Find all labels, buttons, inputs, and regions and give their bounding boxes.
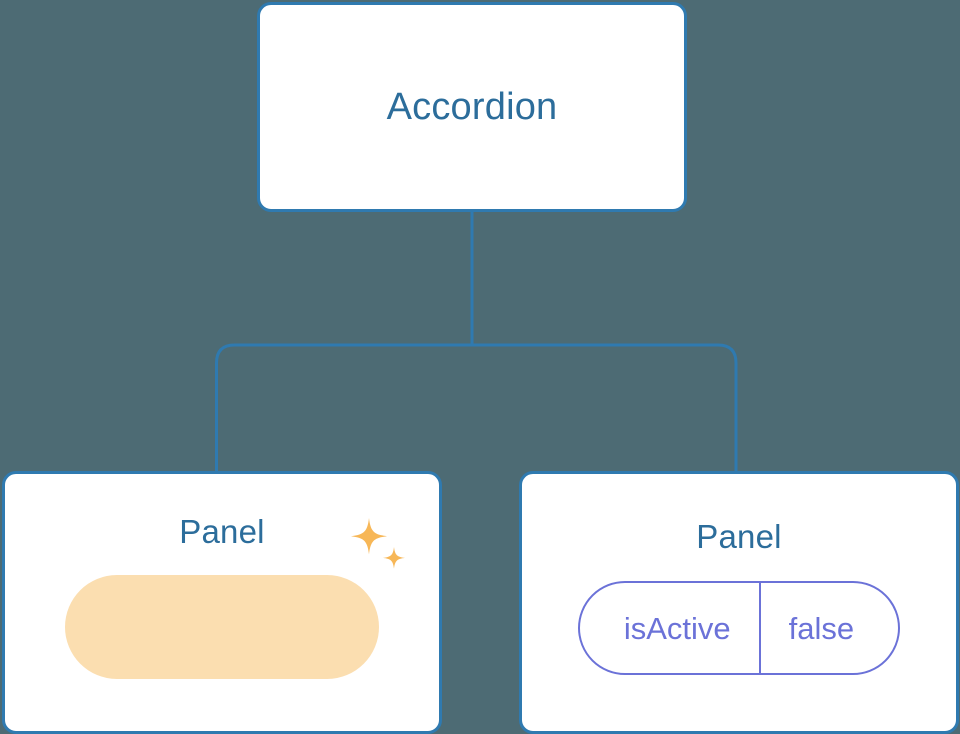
prop-pill-is-active-false[interactable]: isActive false	[577, 581, 901, 675]
prop-value-label: false	[788, 610, 855, 646]
connector-branch-bus	[215, 343, 738, 471]
prop-pill-highlight-glow	[65, 575, 379, 679]
sparkles-group	[350, 518, 405, 569]
prop-pill-right-wrapper: isActive false	[577, 553, 901, 675]
node-panel-left-title: Panel	[179, 513, 265, 550]
node-accordion[interactable]: Accordion	[257, 2, 687, 212]
node-panel-right-title: Panel	[696, 518, 782, 555]
node-panel-right[interactable]: Panel isActive false	[519, 471, 959, 734]
node-panel-left[interactable]: Panel isActive true	[2, 471, 442, 734]
prop-key-label: isActive	[580, 583, 761, 673]
prop-pill-is-active-true[interactable]: isActive true	[65, 575, 379, 679]
sparkle-large-icon	[350, 518, 387, 555]
prop-pill-left-wrapper: isActive true	[65, 518, 405, 679]
node-accordion-title: Accordion	[386, 86, 558, 128]
sparkle-small-icon	[382, 547, 405, 569]
